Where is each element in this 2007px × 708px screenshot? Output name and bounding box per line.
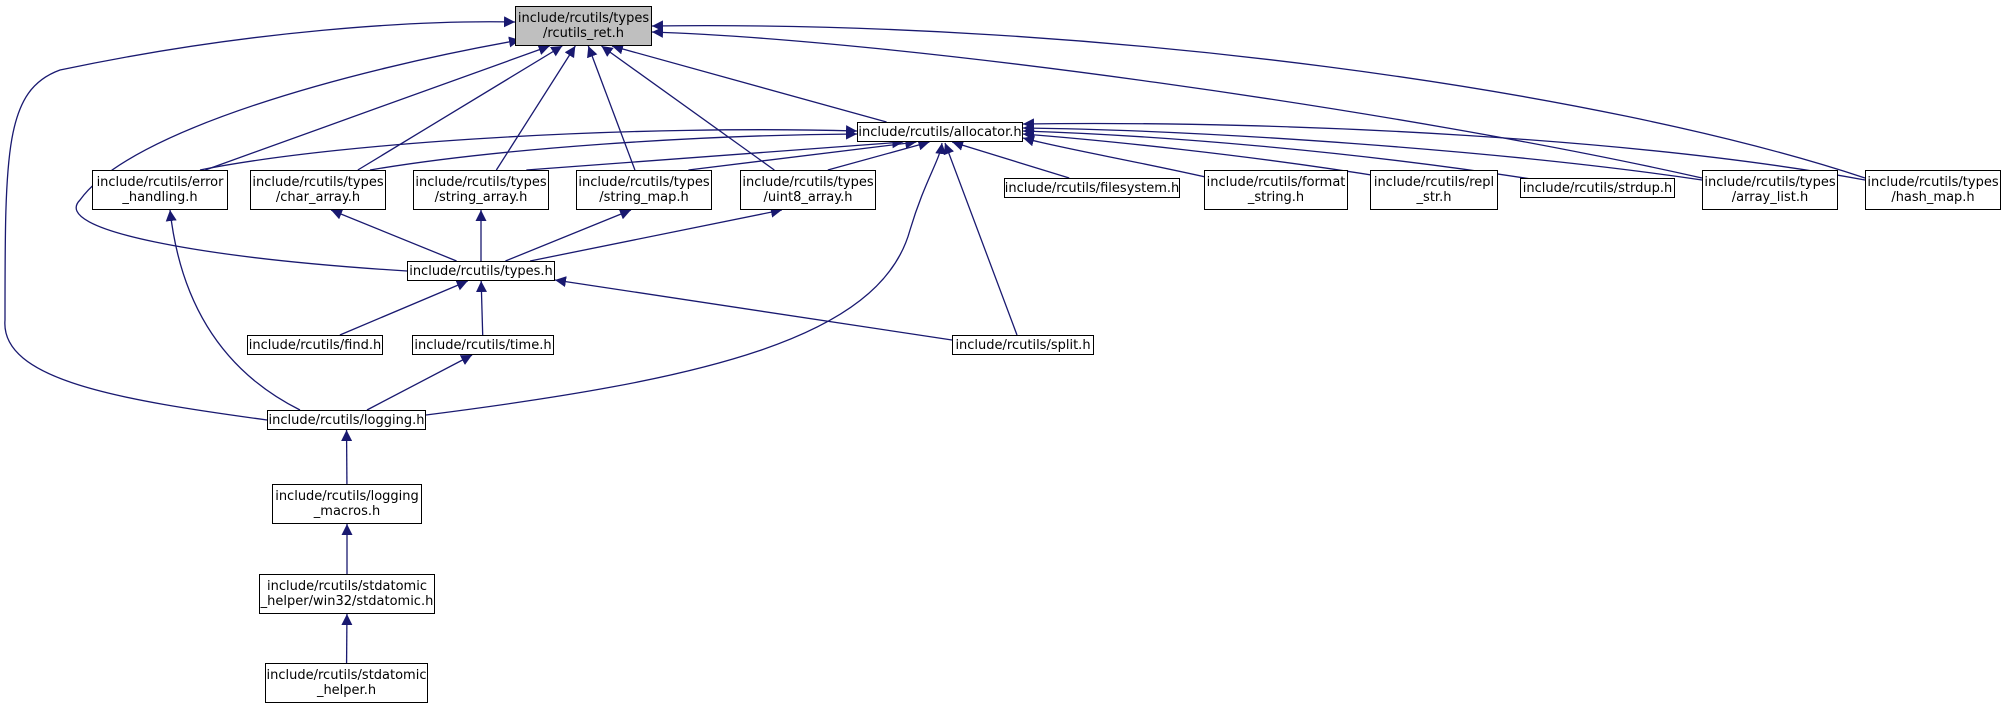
node-find[interactable]: include/rcutils/find.h (247, 335, 383, 355)
edge-repl-str-to-allocator (1022, 129, 1391, 179)
edge-types-to-string-map (505, 209, 632, 262)
edge-char-array-to-allocator (369, 128, 858, 171)
node-label-line: include/rcutils/find.h (248, 337, 382, 353)
edge-uint8-array-to-allocator (827, 139, 930, 171)
node-label-line: _str.h (1416, 190, 1452, 205)
edge-find-to-types (339, 280, 468, 336)
node-label-line: /rcutils_ret.h (543, 26, 624, 41)
edge-hash-map-to-allocator (1022, 118, 1866, 181)
edge-split-to-types (554, 276, 953, 341)
edge-string-array-to-rcutils-ret (495, 45, 576, 171)
node-time[interactable]: include/rcutils/time.h (412, 335, 554, 355)
node-label-line: _helper.h (316, 683, 377, 698)
node-string-array[interactable]: include/rcutils/types/string_array.h (413, 170, 549, 210)
node-label-line: include/rcutils/types (742, 175, 874, 190)
node-label-line: include/rcutils/format (1206, 175, 1346, 190)
node-label-line: _string.h (1247, 190, 1305, 205)
edge-char-array-to-rcutils-ret (357, 45, 563, 171)
node-label-line: include/rcutils/types (517, 11, 650, 26)
node-label-line: /string_map.h (599, 190, 689, 205)
edge-uint8-array-to-rcutils-ret (601, 45, 775, 171)
node-label-line: /string_array.h (434, 190, 528, 205)
edge-types-to-uint8-array (529, 206, 782, 262)
node-format-string[interactable]: include/rcutils/format_string.h (1204, 170, 1348, 210)
edge-types-to-char-array (330, 209, 457, 262)
node-label-line: include/rcutils/types (415, 175, 547, 190)
edge-logging-to-allocator (425, 142, 947, 416)
edge-filesystem-to-allocator (951, 139, 1070, 179)
node-label-line: include/rcutils/stdatomic (266, 668, 427, 683)
node-label-line: /char_array.h (275, 190, 361, 205)
node-label-line: include/rcutils/logging.h (268, 412, 425, 428)
node-label-line: /array_list.h (1731, 190, 1809, 205)
edge-strdup-to-allocator (1022, 125, 1551, 183)
edge-hash-map-to-rcutils-ret (651, 20, 1866, 179)
node-label-line: include/rcutils/filesystem.h (1004, 180, 1180, 196)
node-label-line: include/rcutils/types (1867, 175, 1999, 190)
node-label-line: include/rcutils/strdup.h (1522, 180, 1673, 196)
node-label-line: _helper/win32/stdatomic.h (260, 594, 434, 609)
node-logging-macros[interactable]: include/rcutils/logging_macros.h (272, 484, 422, 524)
node-filesystem[interactable]: include/rcutils/filesystem.h (1004, 178, 1180, 198)
node-label-line: include/rcutils/stdatomic (267, 579, 427, 594)
node-types[interactable]: include/rcutils/types.h (407, 261, 555, 281)
node-error-handling[interactable]: include/rcutils/error_handling.h (92, 170, 228, 210)
node-label-line: /hash_map.h (1891, 190, 1975, 205)
node-label-line: _handling.h (122, 190, 198, 205)
edge-error-handling-to-allocator (199, 125, 858, 171)
node-label-line: include/rcutils/types.h (409, 263, 553, 279)
edge-format-string-to-allocator (1022, 135, 1211, 179)
node-logging[interactable]: include/rcutils/logging.h (267, 410, 426, 430)
edge-logging-to-error-handling (165, 209, 301, 411)
node-label-line: include/rcutils/types (578, 175, 710, 190)
edge-array-list-to-rcutils-ret (651, 26, 1703, 179)
edge-string-map-to-allocator (688, 137, 917, 171)
edge-array-list-to-allocator (1022, 122, 1703, 181)
edge-error-handling-to-rcutils-ret (205, 44, 550, 171)
node-string-map[interactable]: include/rcutils/types/string_map.h (576, 170, 712, 210)
node-hash-map[interactable]: include/rcutils/types/hash_map.h (1865, 170, 2001, 210)
node-label-line: include/rcutils/repl (1373, 175, 1495, 190)
node-label-line: include/rcutils/error (96, 175, 224, 190)
node-stdatomic-helper[interactable]: include/rcutils/stdatomic_helper.h (265, 663, 428, 703)
edge-logging-to-rcutils-ret (4, 16, 516, 421)
node-label-line: include/rcutils/types (252, 175, 384, 190)
node-array-list[interactable]: include/rcutils/types/array_list.h (1702, 170, 1838, 210)
node-label-line: include/rcutils/logging (275, 489, 419, 504)
node-rcutils-ret: include/rcutils/types/rcutils_ret.h (515, 6, 652, 46)
edge-allocator-to-rcutils-ret (611, 43, 887, 123)
node-label-line: /uint8_array.h (763, 190, 853, 205)
node-uint8-array[interactable]: include/rcutils/types/uint8_array.h (740, 170, 876, 210)
node-label-line: include/rcutils/split.h (955, 337, 1091, 353)
node-allocator[interactable]: include/rcutils/allocator.h (857, 122, 1023, 142)
edge-string-array-to-allocator (526, 137, 904, 171)
node-label-line: include/rcutils/time.h (414, 337, 552, 353)
node-stdatomic-win32[interactable]: include/rcutils/stdatomic_helper/win32/s… (259, 574, 435, 614)
edge-string-map-to-rcutils-ret (587, 45, 636, 171)
node-strdup[interactable]: include/rcutils/strdup.h (1520, 178, 1675, 198)
edge-time-to-types (475, 280, 487, 336)
node-split[interactable]: include/rcutils/split.h (952, 335, 1094, 355)
node-label-line: _macros.h (313, 504, 381, 519)
edge-logging-to-time (366, 354, 473, 411)
node-label-line: include/rcutils/allocator.h (858, 124, 1022, 140)
edge-types-to-rcutils-ret (75, 36, 521, 272)
node-repl-str[interactable]: include/rcutils/repl_str.h (1370, 170, 1498, 210)
edge-split-to-allocator (943, 142, 1018, 336)
node-label-line: include/rcutils/types (1704, 175, 1836, 190)
node-char-array[interactable]: include/rcutils/types/char_array.h (250, 170, 386, 210)
